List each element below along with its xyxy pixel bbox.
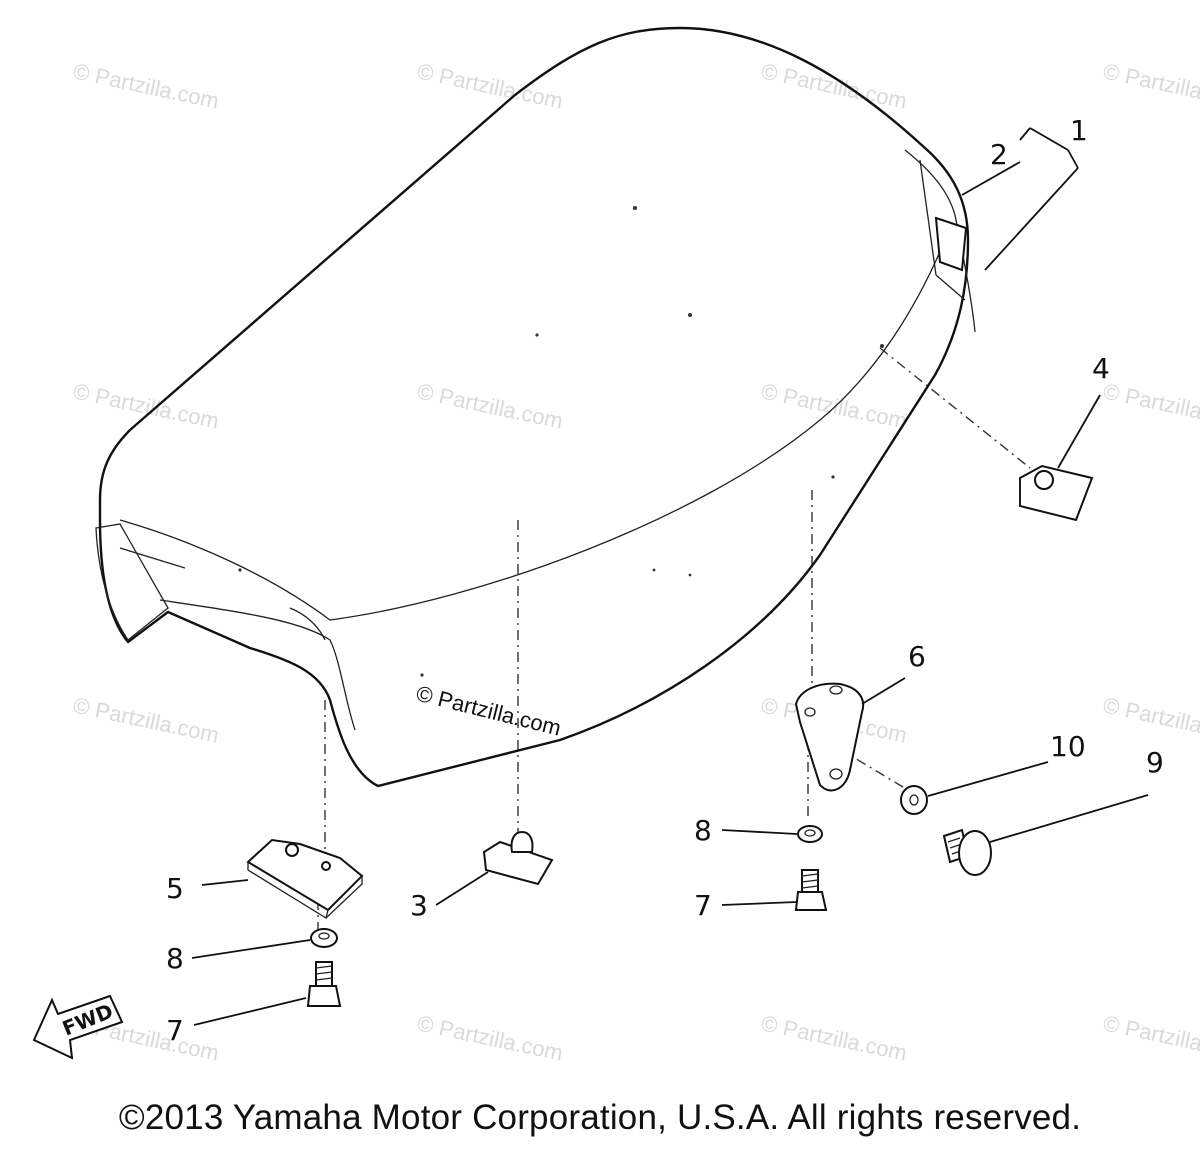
callout-10: 10 — [1050, 730, 1086, 763]
part-7-bolt-left — [193, 961, 342, 1026]
part-4-clip-nut — [1019, 394, 1101, 522]
watermark: © Partzilla.com — [415, 378, 565, 433]
callout-2: 2 — [990, 138, 1008, 171]
callout-1-2-leader — [961, 127, 1079, 271]
part-6-bracket — [794, 677, 906, 792]
watermark: © Partzilla.com — [1101, 692, 1200, 747]
callout-3: 3 — [410, 889, 428, 922]
callout-9: 9 — [1146, 746, 1164, 779]
seat — [95, 26, 976, 788]
part-9-knob-bolt — [942, 794, 1149, 876]
callout-1: 1 — [1070, 114, 1088, 147]
callout-labels: 1 2 3 4 5 6 7 7 8 8 9 10 — [166, 114, 1164, 1047]
callout-5: 5 — [166, 872, 184, 905]
watermark: © Partzilla.com — [71, 378, 221, 433]
watermark: © Partzilla.com — [71, 58, 221, 113]
watermark: © Partzilla.com — [759, 378, 909, 433]
watermark: © Partzilla.com — [759, 58, 909, 113]
part-3-grommet-nut — [435, 830, 554, 906]
callout-8-right: 8 — [694, 814, 712, 847]
part-8-washer-left — [191, 928, 338, 959]
part-7-bolt-right — [721, 869, 828, 911]
callout-4: 4 — [1092, 352, 1110, 385]
callout-8-left: 8 — [166, 942, 184, 975]
watermark: © Partzilla.com — [71, 692, 221, 747]
part-8-washer-right — [721, 825, 823, 843]
watermark: © Partzilla.com — [1101, 378, 1200, 433]
fwd-arrow: FWD — [32, 994, 124, 1060]
watermark: © Partzilla.com — [415, 1010, 565, 1065]
watermark: © Partzilla.com — [759, 1010, 909, 1065]
part-10-washer — [900, 761, 1049, 815]
watermark: © Partzilla.com — [1101, 1010, 1200, 1065]
part-5-plate — [201, 838, 364, 920]
watermark: © Partzilla.com — [415, 58, 565, 113]
center-watermark: © Partzilla.com — [414, 681, 564, 741]
copyright-notice: ©2013 Yamaha Motor Corporation, U.S.A. A… — [118, 1098, 1082, 1137]
watermark: © Partzilla.com — [1101, 58, 1200, 113]
callout-7-right: 7 — [694, 889, 712, 922]
callout-7-left: 7 — [166, 1014, 184, 1047]
callout-6: 6 — [908, 640, 926, 673]
